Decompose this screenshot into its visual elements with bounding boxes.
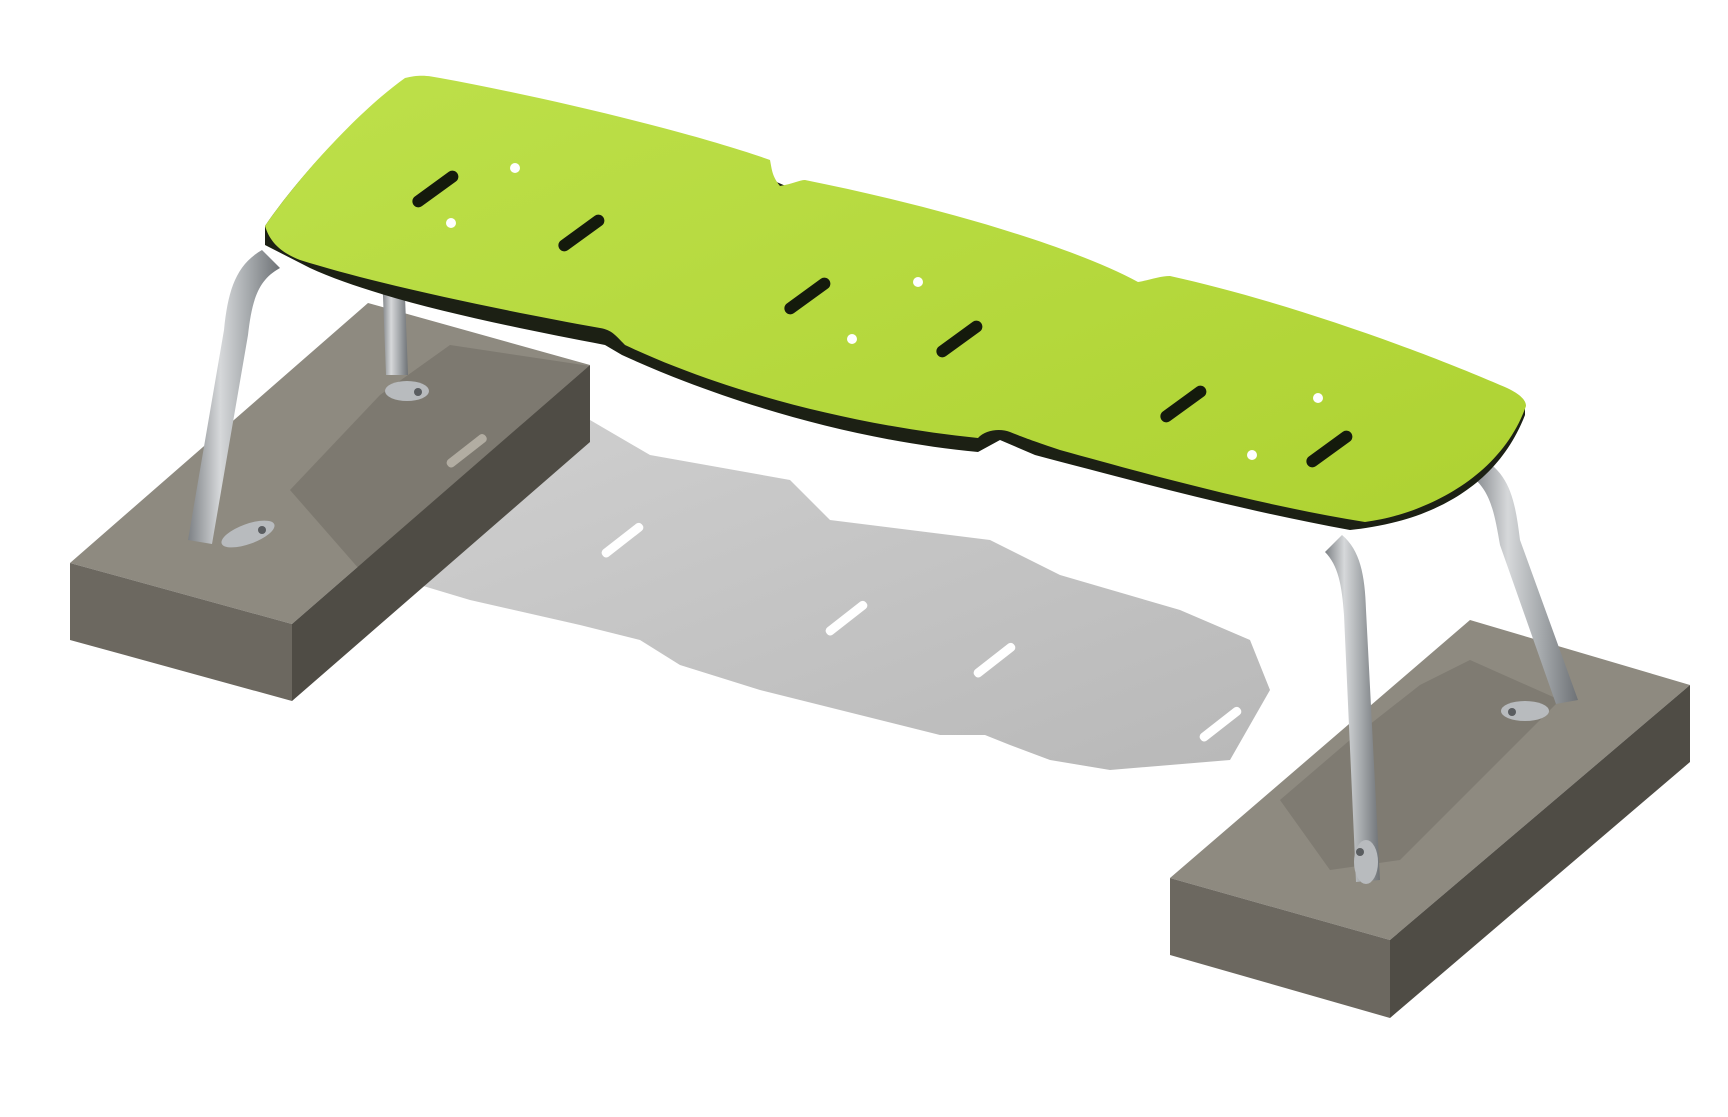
seat-slots	[412, 170, 1353, 468]
front-legs	[188, 250, 1380, 884]
left-concrete-base	[70, 303, 590, 701]
seat-bolt-holes	[446, 163, 1323, 460]
bench-seat	[265, 75, 1526, 530]
right-back-foot-plate	[1501, 701, 1549, 721]
bench-shadow	[360, 420, 1270, 770]
right-front-foot-plate	[1354, 840, 1378, 884]
back-legs	[382, 270, 1578, 721]
left-back-foot-plate	[385, 381, 429, 401]
